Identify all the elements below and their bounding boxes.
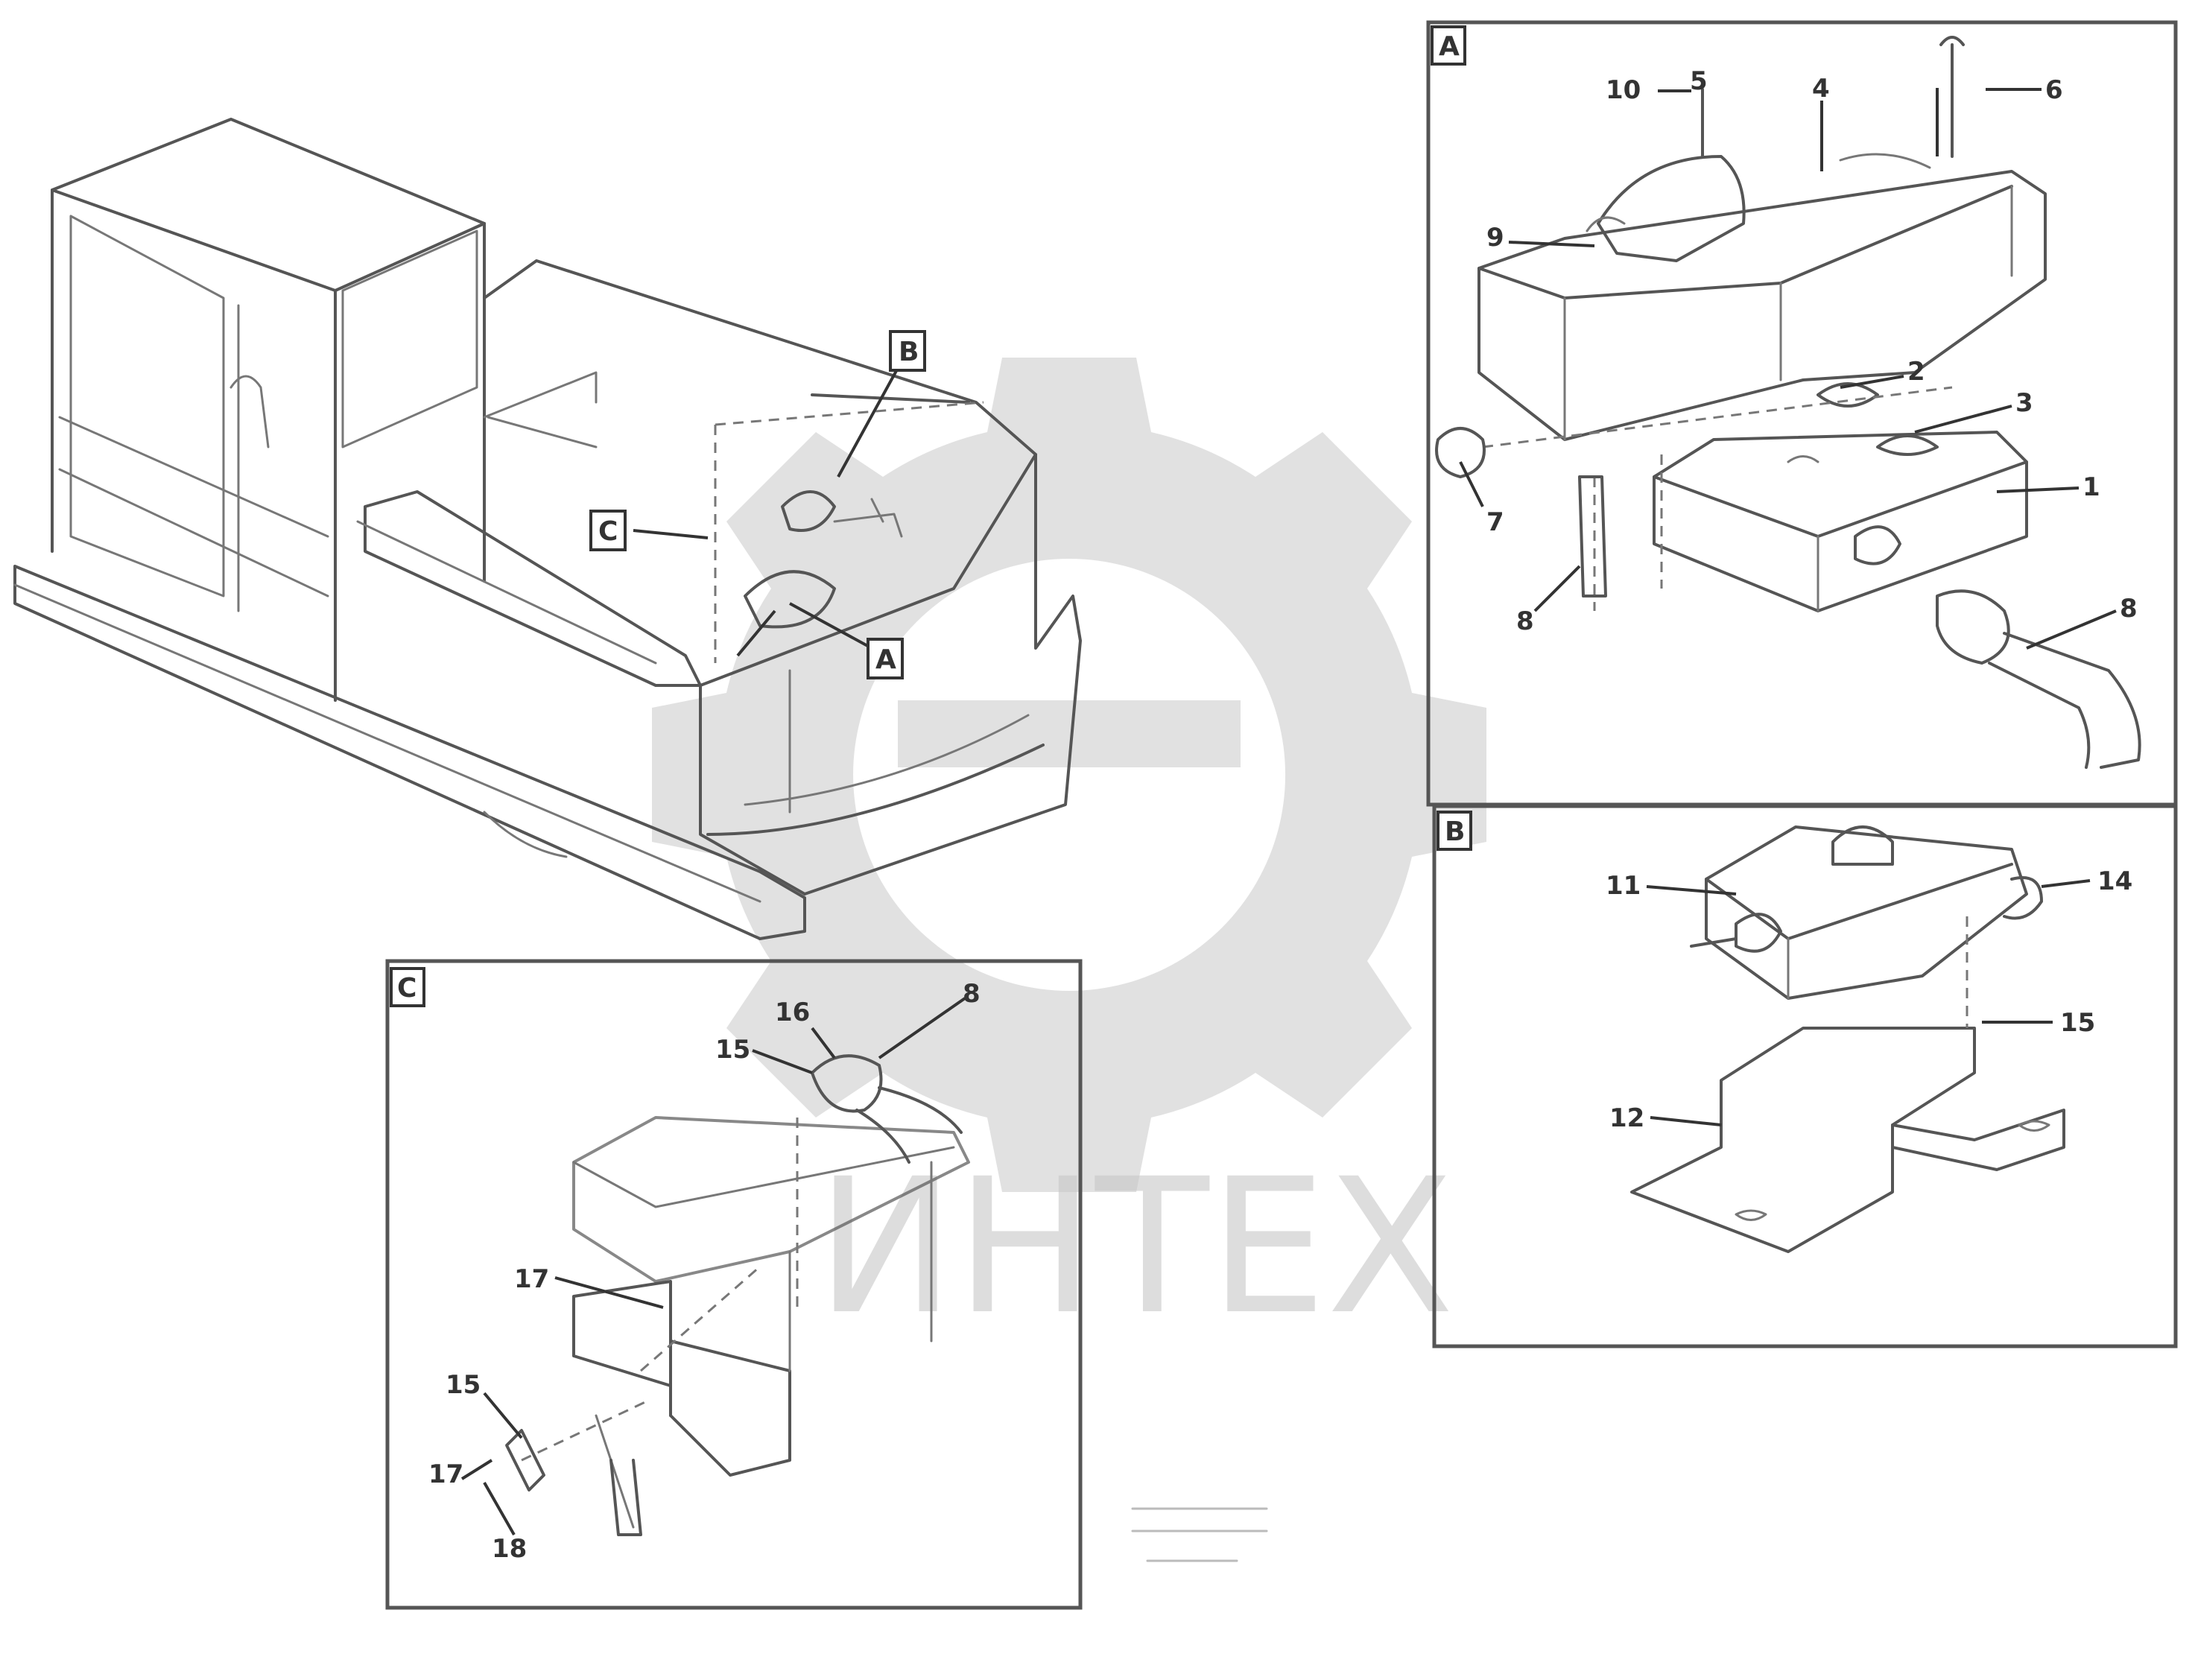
detail-b-part-11: 11 [1606,871,1641,901]
detail-a-part-7: 7 [1486,507,1504,537]
detail-a-part-1: 1 [2082,472,2100,502]
detail-b-frame [1432,804,2178,1348]
detail-b-part-15: 15 [2060,1008,2095,1038]
machine-overview: B C A [13,118,1082,940]
svg-text:C: C [598,516,618,547]
detail-b: B 11 14 15 12 [1432,804,2178,1348]
watermark-text: ИНТЕХ [816,1138,1454,1355]
callout-tag-b: B [889,330,926,372]
reference-code [1131,1507,1268,1562]
detail-a-part-9: 9 [1486,223,1504,253]
callout-tag-c: C [589,510,627,551]
detail-b-part-12: 12 [1609,1103,1644,1133]
detail-a-part-6: 6 [2045,75,2063,105]
detail-c-part-16: 16 [775,998,810,1027]
detail-c-frame [385,959,1083,1610]
callout-tag-a: A [867,638,904,679]
detail-c-part-18: 18 [492,1534,527,1564]
detail-a-part-8-left: 8 [1516,606,1534,636]
detail-a-part-4: 4 [1812,74,1830,104]
detail-c-part-15-top: 15 [715,1035,750,1065]
detail-a-part-5: 5 [1690,66,1708,96]
detail-a-part-3: 3 [2015,388,2033,418]
detail-c-part-17-bottom: 17 [428,1459,463,1489]
detail-b-label: B [1445,817,1465,847]
detail-c: C 16 15 8 17 15 17 18 [385,959,1083,1610]
svg-text:B: B [899,337,919,367]
detail-a-part-10: 10 [1606,75,1641,105]
detail-a-frame [1426,20,2178,807]
detail-a-part-8-right: 8 [2120,594,2138,624]
gear-icon [652,358,1486,1192]
detail-c-part-15-bottom: 15 [446,1370,481,1400]
watermark: ИНТЕХ [652,358,1486,1355]
detail-c-part-8: 8 [963,979,981,1009]
svg-text:A: A [875,644,896,675]
detail-c-part-17-top: 17 [514,1264,549,1294]
detail-a-part-2: 2 [1907,357,1925,387]
detail-a-label: A [1439,31,1460,62]
detail-c-label: C [397,973,416,1004]
detail-a: A [1426,20,2178,807]
detail-b-part-14: 14 [2097,866,2132,896]
